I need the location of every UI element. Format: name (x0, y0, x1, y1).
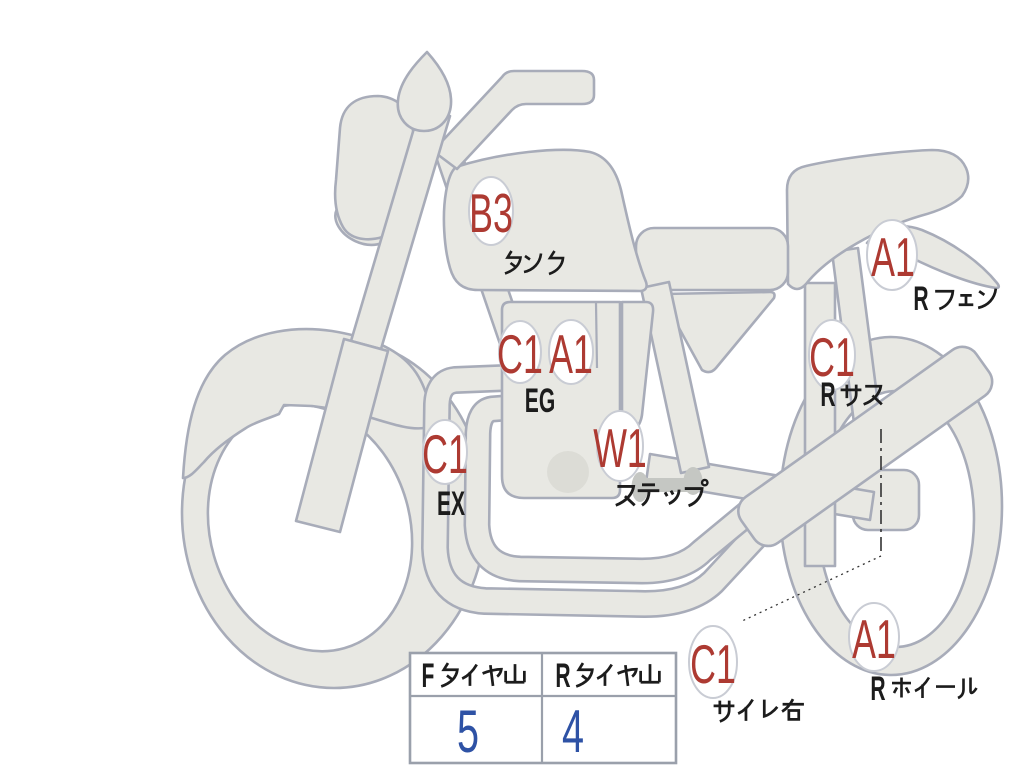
svg-text:R: R (913, 279, 928, 317)
svg-text:A1: A1 (852, 608, 896, 670)
svg-text:R: R (555, 656, 570, 694)
svg-text:R: R (820, 375, 835, 413)
svg-text:EX: EX (437, 484, 465, 522)
svg-text:C1: C1 (497, 323, 543, 385)
svg-text:C1: C1 (690, 633, 736, 695)
svg-text:C1: C1 (809, 326, 855, 388)
svg-text:EG: EG (525, 381, 555, 419)
svg-text:5: 5 (457, 698, 479, 765)
svg-text:B3: B3 (469, 182, 513, 244)
svg-text:F: F (422, 656, 435, 694)
svg-text:A1: A1 (549, 323, 593, 385)
svg-text:C1: C1 (422, 423, 468, 485)
svg-text:4: 4 (562, 698, 584, 765)
svg-text:W1: W1 (593, 417, 647, 479)
svg-text:R: R (870, 669, 885, 707)
svg-text:A1: A1 (871, 226, 915, 288)
